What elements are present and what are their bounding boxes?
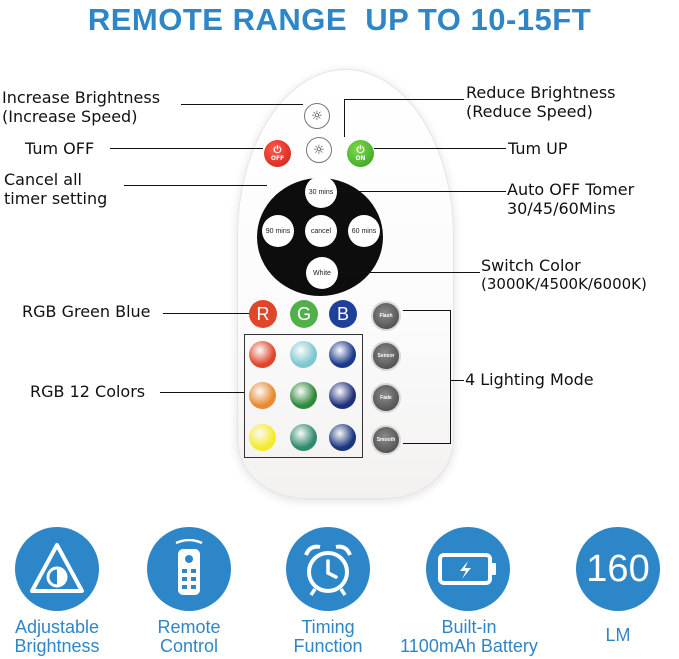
rgb-12-colors-label: RGB 12 Colors <box>30 382 146 401</box>
leader-line <box>450 310 451 444</box>
turn-up-label: Tum UP <box>508 139 568 158</box>
remote-icon <box>175 539 203 595</box>
blue-button[interactable]: B <box>329 300 357 328</box>
leader-line <box>338 191 506 192</box>
leader-line <box>163 313 249 314</box>
leader-line <box>338 272 480 273</box>
mode-button-sensor[interactable]: Sensor <box>371 341 401 371</box>
white-button[interactable]: White <box>306 257 338 289</box>
lumen-feature-circle: 160 <box>576 527 660 611</box>
mode-button-flash[interactable]: Flash <box>371 301 401 331</box>
brightness-feature-circle <box>15 527 99 611</box>
color-button[interactable] <box>329 382 356 409</box>
brightness-icon <box>30 543 84 593</box>
battery-feature-circle <box>426 527 510 611</box>
power-icon: ⏻ <box>356 144 365 156</box>
reduce-speed-label: (Reduce Speed) <box>466 102 593 121</box>
leader-line <box>403 443 450 444</box>
cancel-all-label-2: timer setting <box>4 189 108 208</box>
sun-up-icon: ☼ <box>311 108 323 124</box>
sun-down-icon: ☼ <box>313 142 325 158</box>
switch-color-label-2: (3000K/4500K/6000K) <box>481 275 647 293</box>
mode-button-smooth[interactable]: Smooth <box>371 425 401 455</box>
reduce-brightness-button[interactable]: ☼ <box>306 137 332 163</box>
leader-line <box>110 148 263 149</box>
switch-color-label: Switch Color <box>481 256 581 275</box>
green-button[interactable]: G <box>290 300 318 328</box>
leader-line <box>403 310 450 311</box>
lumen-value: 160 <box>586 547 650 590</box>
increase-speed-label: (Increase Speed) <box>2 107 138 126</box>
rgb-green-blue-label: RGB Green Blue <box>22 302 151 321</box>
timer-90-button[interactable]: 90 mins <box>262 215 294 247</box>
remote-feature-circle <box>147 527 231 611</box>
leader-line <box>124 185 267 186</box>
reduce-brightness-label: Reduce Brightness <box>466 83 616 102</box>
color-button[interactable] <box>290 382 317 409</box>
color-button[interactable] <box>329 424 356 451</box>
battery-icon <box>438 553 496 585</box>
power-icon: ⏻ <box>273 144 282 156</box>
red-button[interactable]: R <box>249 300 277 328</box>
alarm-clock-icon <box>304 544 352 596</box>
auto-off-label-2: 30/45/60Mins <box>507 199 616 218</box>
leader-line <box>374 148 506 149</box>
timer-30-button[interactable]: 30 mins <box>305 176 337 208</box>
timing-feature-circle <box>286 527 370 611</box>
color-button[interactable] <box>290 341 317 368</box>
lighting-mode-label: 4 Lighting Mode <box>465 370 594 389</box>
color-button[interactable] <box>329 341 356 368</box>
page-title: REMOTE RANGE UP TO 10-15FT <box>87 2 592 37</box>
color-grid-frame <box>244 334 363 458</box>
on-button[interactable]: ⏻ON <box>347 140 374 167</box>
increase-brightness-label: Increase Brightness <box>2 88 161 107</box>
color-button[interactable] <box>249 424 276 451</box>
leader-line <box>344 99 464 100</box>
feature-label: LM <box>605 625 631 645</box>
timer-60-button[interactable]: 60 mins <box>348 215 380 247</box>
increase-brightness-button[interactable]: ☼ <box>304 103 330 129</box>
color-button[interactable] <box>249 382 276 409</box>
leader-line <box>181 104 303 105</box>
cancel-all-label: Cancel all <box>4 170 82 189</box>
leader-line <box>160 392 244 393</box>
turn-off-label: Tum OFF <box>25 139 95 158</box>
mode-button-fade[interactable]: Fade <box>371 383 401 413</box>
cancel-timer-button[interactable]: cancel <box>305 215 337 247</box>
off-button[interactable]: ⏻OFF <box>264 140 291 167</box>
auto-off-label: Auto OFF Tomer <box>507 180 635 199</box>
color-button[interactable] <box>249 341 276 368</box>
leader-line <box>344 99 345 137</box>
leader-line <box>450 380 464 381</box>
color-button[interactable] <box>290 424 317 451</box>
